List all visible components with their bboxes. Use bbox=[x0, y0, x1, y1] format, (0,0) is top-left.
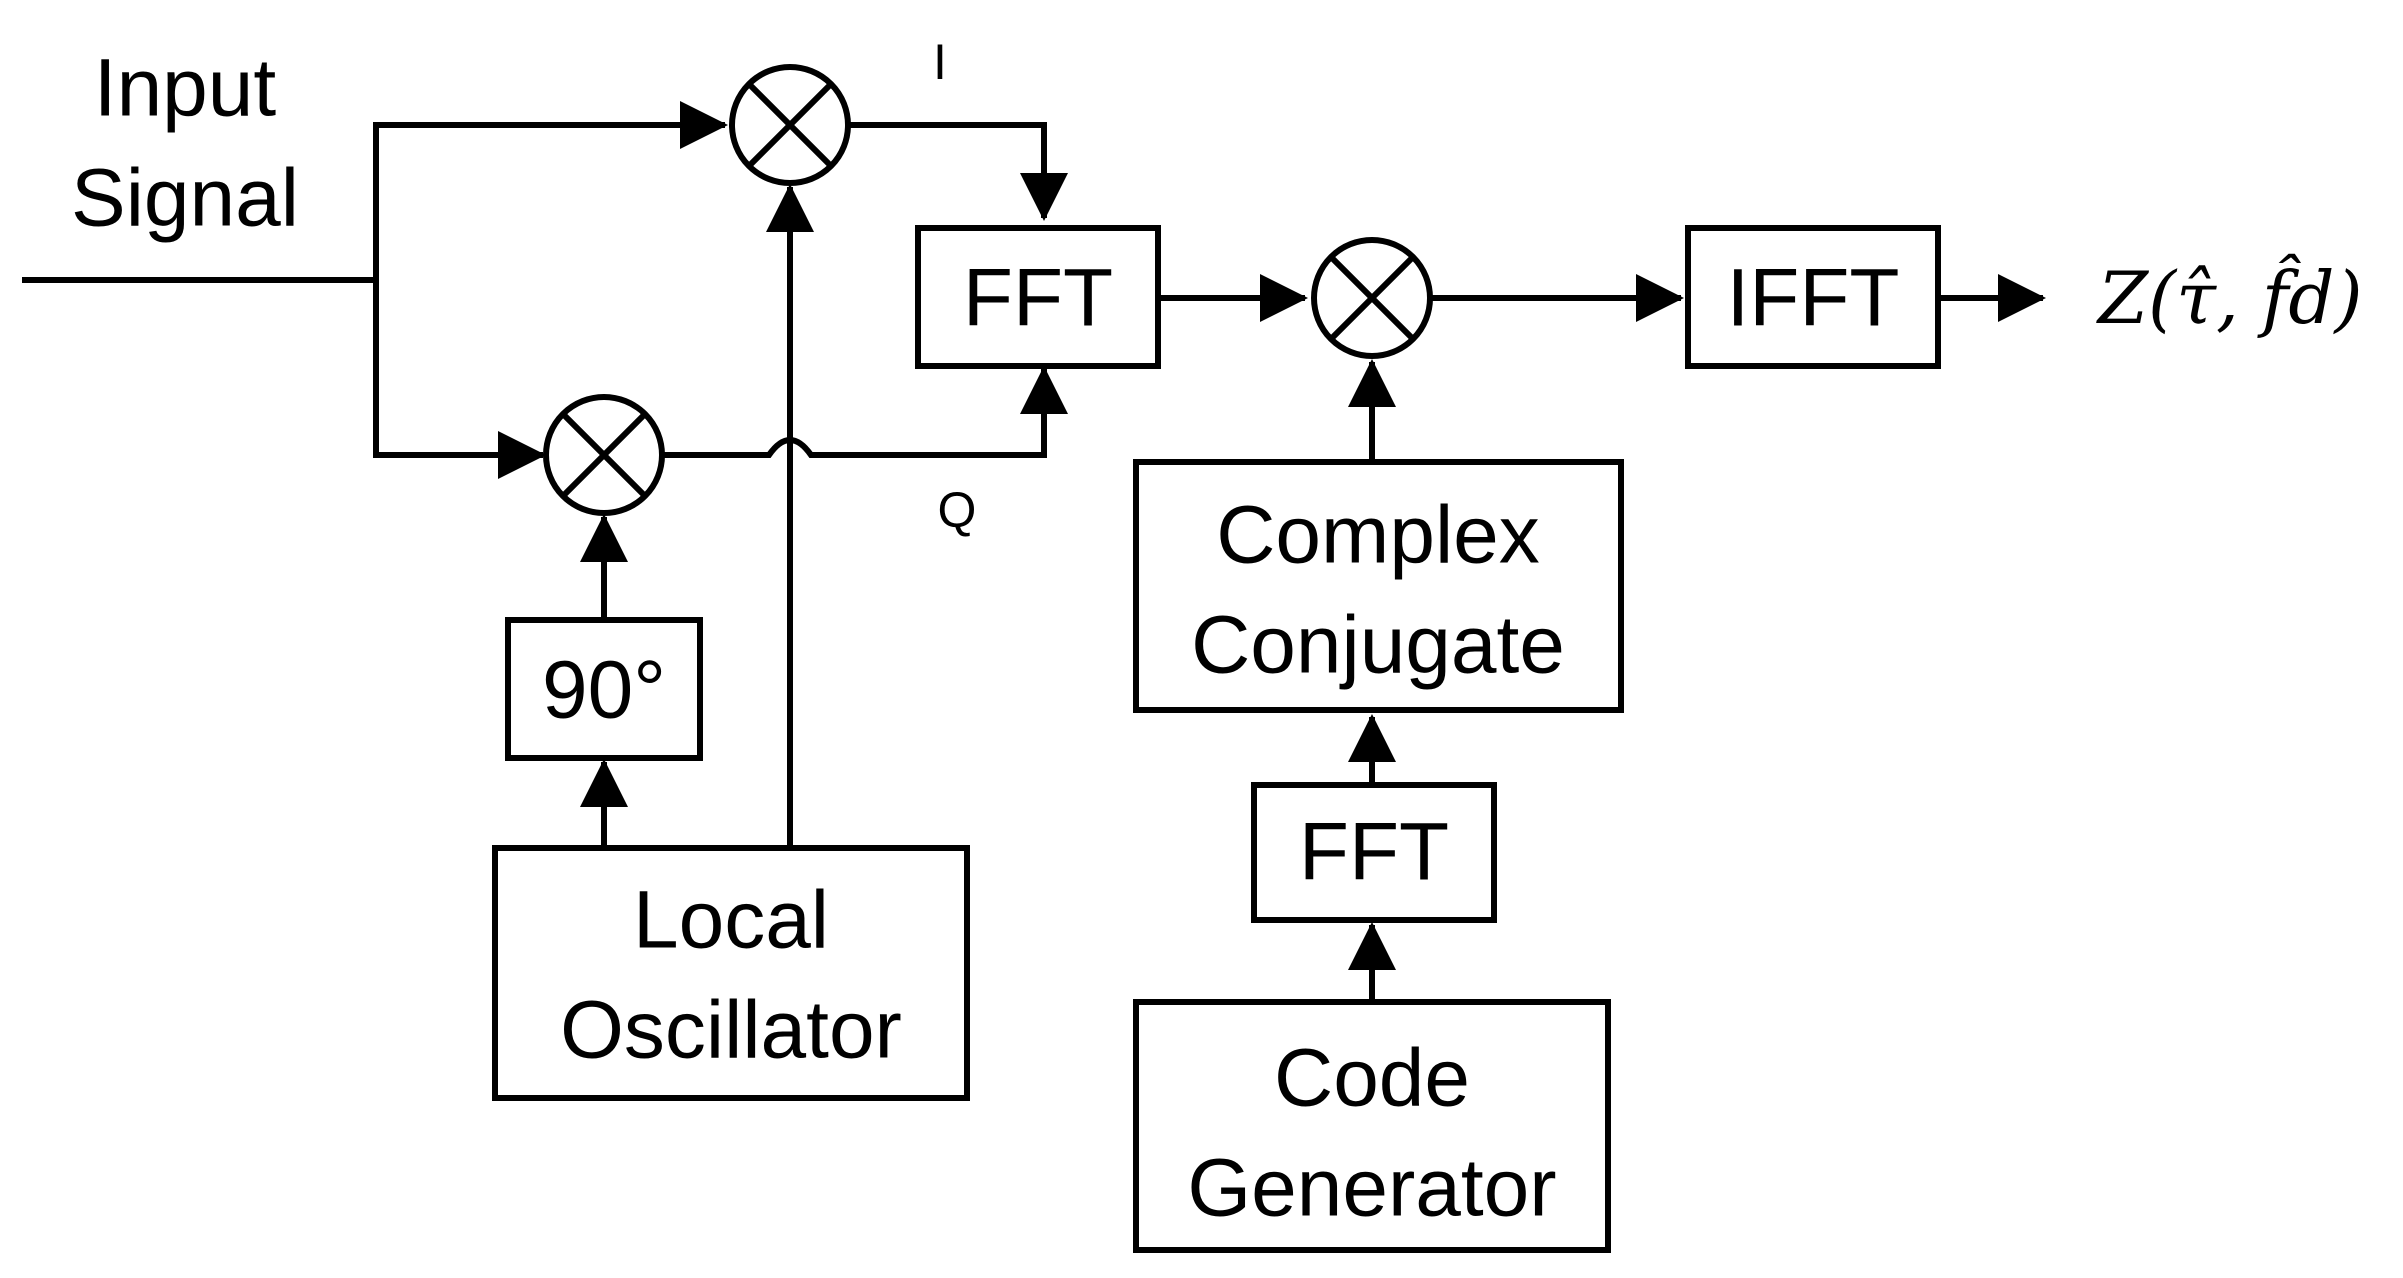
code-generator-label-line2: Generator bbox=[1187, 1143, 1556, 1234]
q-mixer bbox=[543, 394, 665, 516]
i-mixer bbox=[729, 64, 851, 186]
complex-conjugate-label-line1: Complex bbox=[1216, 490, 1540, 581]
input-signal-label-line2: Signal bbox=[71, 153, 299, 244]
local-oscillator-label-line1: Local bbox=[633, 875, 829, 966]
fft-code-label: FFT bbox=[1299, 807, 1449, 898]
output-label: Z(τ̂, f̂d) bbox=[2096, 252, 2363, 340]
phase-shift-label: 90° bbox=[542, 645, 666, 736]
complex-conjugate-box bbox=[1133, 459, 1624, 713]
code-generator-label-line1: Code bbox=[1274, 1033, 1470, 1124]
local-oscillator-box bbox=[492, 845, 970, 1101]
input-signal-label-line1: Input bbox=[94, 43, 277, 134]
code-generator-box bbox=[1133, 999, 1611, 1253]
ifft-box bbox=[1685, 225, 1941, 369]
local-oscillator-label-line2: Oscillator bbox=[560, 985, 902, 1076]
ifft-label: IFFT bbox=[1726, 253, 1899, 344]
fft-main-label: FFT bbox=[963, 253, 1113, 344]
i-branch-wire bbox=[845, 122, 1068, 221]
i-branch-label: I bbox=[933, 34, 947, 90]
q-branch-wire bbox=[659, 366, 1068, 458]
complex-conjugate-label-line2: Conjugate bbox=[1191, 600, 1565, 691]
fft-code-box bbox=[1251, 782, 1497, 923]
fft-main-box bbox=[915, 225, 1161, 369]
q-branch-label: Q bbox=[938, 482, 977, 538]
correlator-mixer bbox=[1311, 237, 1433, 359]
phase-shift-box bbox=[505, 617, 703, 761]
